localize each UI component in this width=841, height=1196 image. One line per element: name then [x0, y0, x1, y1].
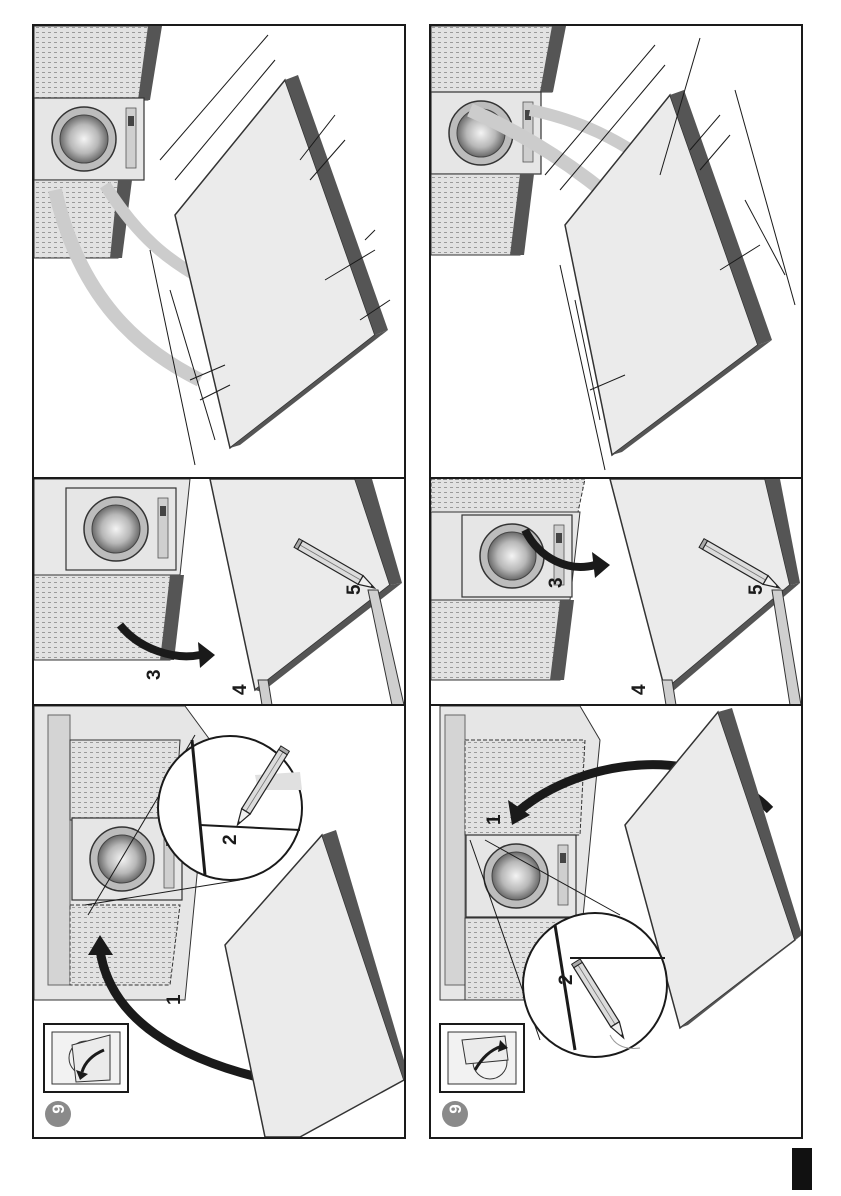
step-2-label-right: 2 [556, 974, 577, 985]
left-column: 3 4 5 [33, 25, 405, 1138]
page-corner-tab [792, 1148, 812, 1190]
step-5-label-right: 5 [746, 584, 767, 595]
figure-number-right: 9 [446, 1104, 465, 1113]
step-5-label: 5 [344, 584, 365, 595]
figure-number-badge: 9 [45, 1101, 71, 1127]
step-3-label: 3 [144, 669, 165, 680]
step-4-label-right: 4 [629, 684, 650, 695]
step-1-label: 1 [164, 994, 185, 1005]
washer-thumbnail-icon [44, 1024, 128, 1092]
step-4-label: 4 [230, 684, 251, 695]
figure-number-badge-right: 9 [442, 1101, 468, 1127]
washer-thumbnail-icon-right [440, 1024, 524, 1092]
step-2-label: 2 [220, 834, 241, 845]
step-3-label-right: 3 [546, 577, 567, 588]
step-1-label-right: 1 [484, 814, 505, 825]
figure-number: 9 [49, 1104, 68, 1113]
right-column: 3 4 5 [430, 25, 802, 1138]
